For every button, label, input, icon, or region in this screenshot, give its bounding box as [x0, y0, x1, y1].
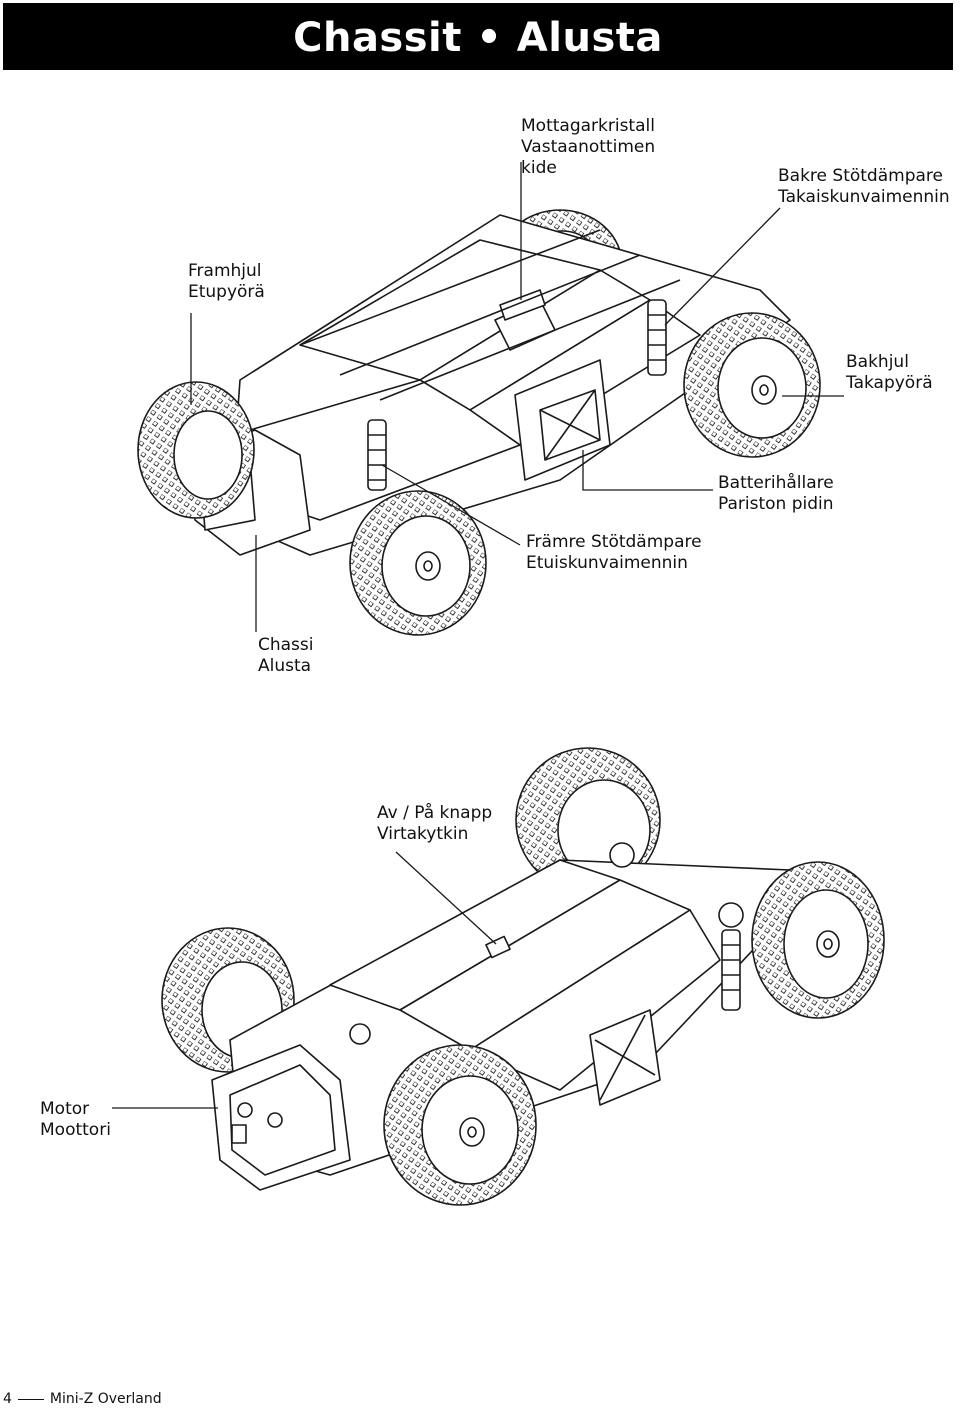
page-number: 4 [3, 1391, 12, 1407]
label-batterihallare: Batterihållare Pariston pidin [718, 473, 834, 514]
top-front-wheel-front [349, 490, 487, 636]
label-mottagarkristall: Mottagarkristall Vastaanottimen kide [521, 116, 656, 178]
top-leader-lines [190, 162, 844, 632]
label-bakre-stotdampare: Bakre Stötdämpare Takaiskunvaimennin [778, 166, 950, 207]
label-framhjul: Framhjul Etupyörä [188, 261, 265, 302]
bottom-front-wheel-front [383, 1044, 537, 1206]
bottom-rear-wheel-front [751, 861, 885, 1019]
bottom-chassis-drawing [161, 747, 885, 1206]
label-chassi: Chassi Alusta [258, 635, 314, 676]
label-motor: Motor Moottori [40, 1099, 111, 1140]
bottom-chassis-frame [211, 842, 801, 1191]
leader-batterihallare [582, 450, 713, 491]
leader-av-pa-knapp [395, 851, 497, 945]
label-framre-stotdampare: Främre Stötdämpare Etuiskunvaimennin [526, 532, 702, 573]
footer-title: Mini-Z Overland [49, 1391, 162, 1407]
leader-framre-stotdampare [381, 464, 521, 546]
label-bakhjul: Bakhjul Takapyörä [846, 352, 933, 393]
page-footer: 4 Mini-Z Overland [3, 1390, 162, 1408]
page-header: Chassit • Alusta [3, 3, 953, 70]
top-rear-wheel-front [683, 312, 821, 458]
bottom-leader-lines [112, 851, 497, 1109]
label-av-pa-knapp: Av / På knapp Virtakytkin [377, 803, 493, 844]
footer-dash [17, 1398, 44, 1400]
top-chassis-frame [189, 214, 791, 556]
top-chassis-drawing [137, 209, 821, 636]
top-front-wheel-back [137, 381, 255, 519]
leader-bakre-stotdampare [664, 207, 781, 326]
page-title: Chassit • Alusta [293, 15, 663, 61]
